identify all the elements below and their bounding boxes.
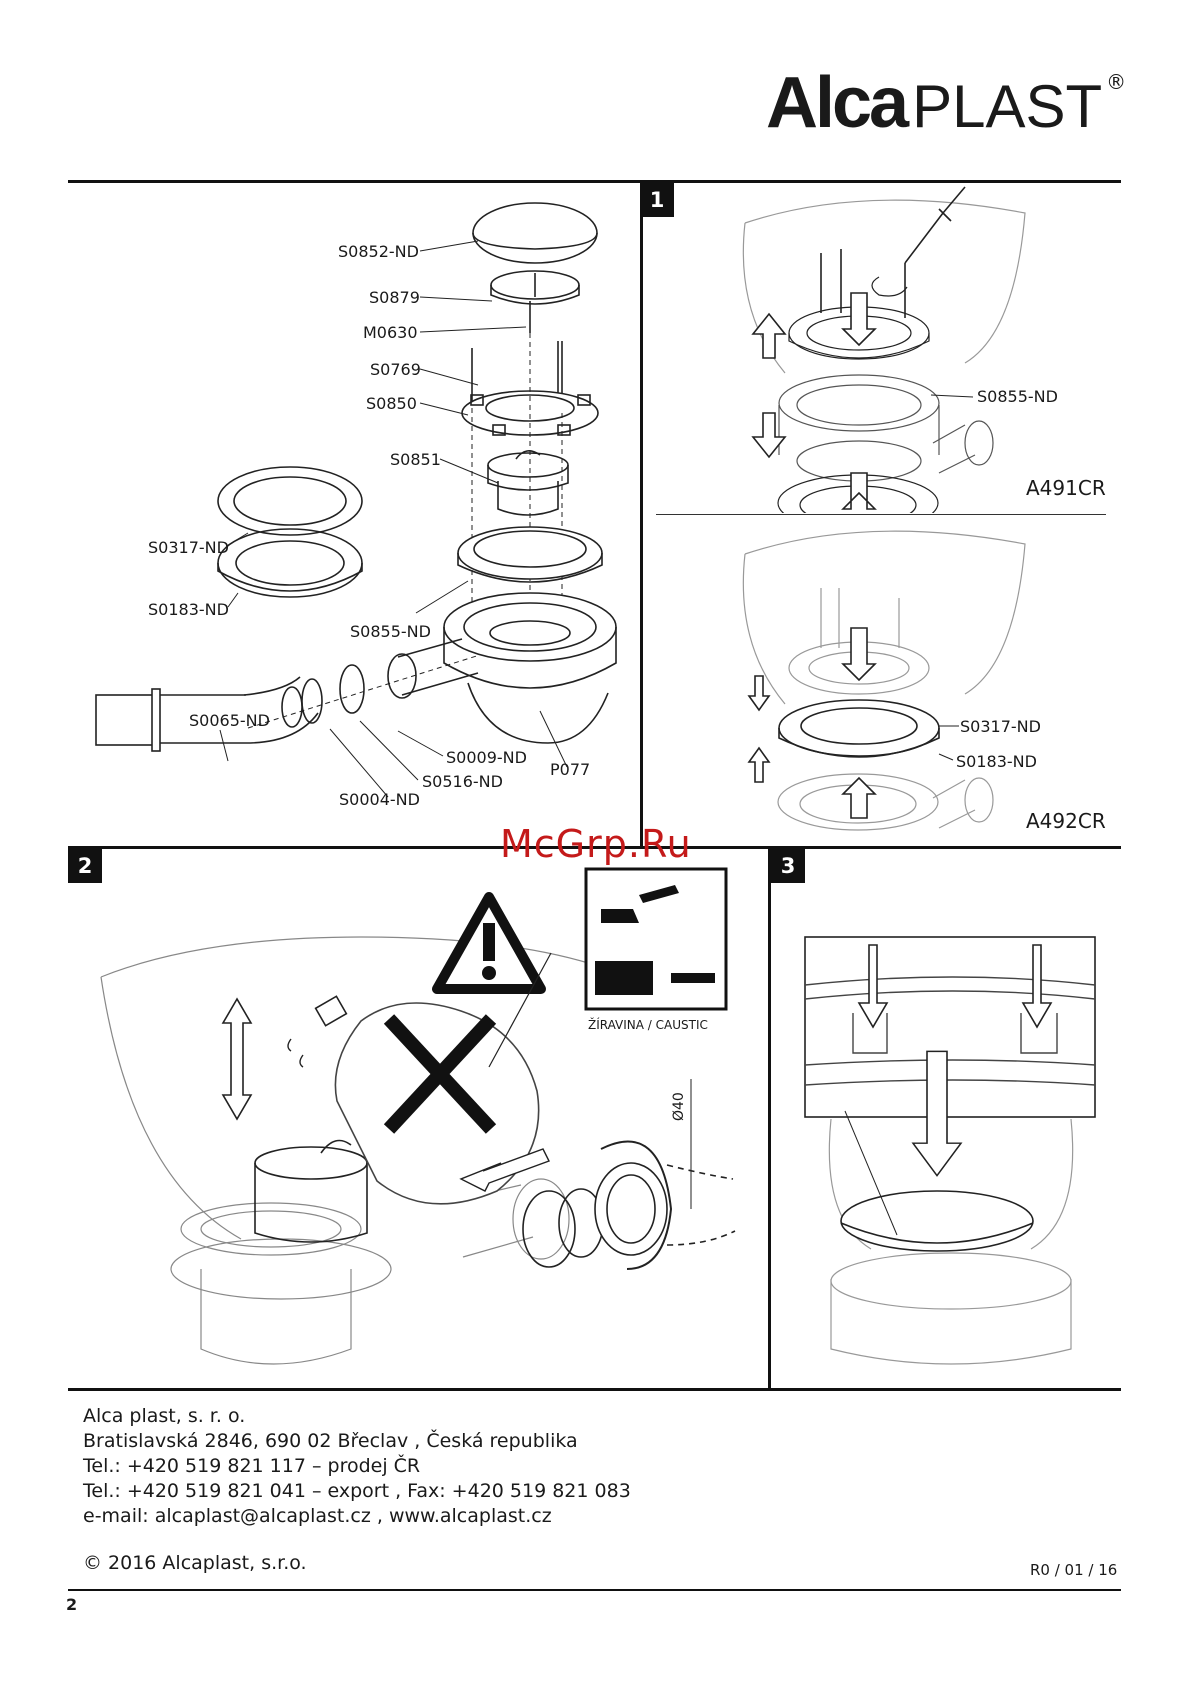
part-label-s0852: S0852-ND — [338, 242, 419, 261]
variant-a491-diagram: S0855-ND A491CR — [742, 186, 1106, 513]
brand-logo: Alca PLAST ® — [766, 62, 1127, 143]
footer-rule — [68, 1589, 1121, 1591]
part-label-s0516: S0516-ND — [422, 772, 503, 791]
divider-section-1 — [640, 180, 643, 848]
a491-seal-label: S0855-ND — [977, 387, 1058, 406]
copyright: © 2016 Alcaplast, s.r.o. — [83, 1552, 307, 1574]
top-rule — [68, 180, 1121, 183]
section-badge-3: 3 — [771, 849, 805, 883]
part-label-s0183: S0183-ND — [148, 600, 229, 619]
company-name: Alca plast, s. r. o. — [83, 1405, 246, 1427]
seal-ring — [457, 526, 603, 580]
a492-model-label: A492CR — [1026, 809, 1106, 833]
email-web: e-mail: alcaplast@alcaplast.cz , www.alc… — [83, 1505, 552, 1527]
caustic-caption: ŽÍRAVINA / CAUSTIC — [588, 1017, 708, 1032]
ring-s0317 — [217, 466, 363, 536]
company-address: Bratislavská 2846, 690 02 Břeclav , Česk… — [83, 1430, 578, 1452]
diameter-label: Ø40 — [671, 1092, 687, 1121]
part-label-s0317: S0317-ND — [148, 538, 229, 557]
section-badge-1: 1 — [640, 183, 674, 217]
part-label-s0851: S0851 — [390, 450, 441, 469]
variant-separator — [656, 514, 1106, 515]
part-label-s0879: S0879 — [369, 288, 420, 307]
part-label-p077: P077 — [550, 760, 590, 779]
section-badge-2: 2 — [68, 849, 102, 883]
logo-word-plast: PLAST — [912, 73, 1103, 140]
straight-pipe — [95, 694, 157, 746]
a492-ring-label-2: S0183-ND — [956, 752, 1037, 771]
part-label-m0630: M0630 — [363, 323, 418, 342]
revision-code: R0 / 01 / 16 — [1030, 1561, 1118, 1579]
odor-cup — [487, 452, 569, 478]
part-label-s0850: S0850 — [366, 394, 417, 413]
part-label-s0769: S0769 — [370, 360, 421, 379]
divider-section-3 — [768, 846, 771, 1390]
part-label-s0004: S0004-ND — [339, 790, 420, 809]
drain-flange — [180, 1202, 362, 1256]
bottom-rule — [68, 1388, 1121, 1391]
variant-a492-diagram: S0317-ND S0183-ND A492CR — [742, 530, 1106, 833]
a491-model-label: A491CR — [1026, 476, 1106, 500]
phone-export: Tel.: +420 519 821 041 – export , Fax: +… — [83, 1480, 631, 1502]
middle-rule — [68, 846, 1121, 849]
registered-mark: ® — [1106, 70, 1127, 94]
page-number: 2 — [66, 1595, 78, 1614]
cleaning-instruction-diagram: ŽÍRAVINA / CAUSTIC Ø40 — [100, 867, 736, 1365]
a492-ring-label-1: S0317-ND — [960, 717, 1041, 736]
logo-word-alca: Alca — [766, 63, 909, 143]
watermark: McGrp.Ru — [500, 822, 692, 866]
exploded-assembly-diagram: S0852-ND S0879 M0630 S0769 S0850 S0851 S… — [95, 202, 617, 809]
part-label-s0065: S0065-ND — [189, 711, 270, 730]
part-label-s0855: S0855-ND — [350, 622, 431, 641]
phone-domestic: Tel.: +420 519 821 117 – prodej ČR — [83, 1455, 421, 1477]
cover-plate — [472, 202, 598, 264]
cover-disc — [840, 1190, 1034, 1252]
cover-installation-diagram — [804, 936, 1096, 1365]
part-label-s0009: S0009-ND — [446, 748, 527, 767]
ring-s0183 — [217, 528, 363, 598]
company-contact: Alca plast, s. r. o. Bratislavská 2846, … — [83, 1404, 631, 1529]
